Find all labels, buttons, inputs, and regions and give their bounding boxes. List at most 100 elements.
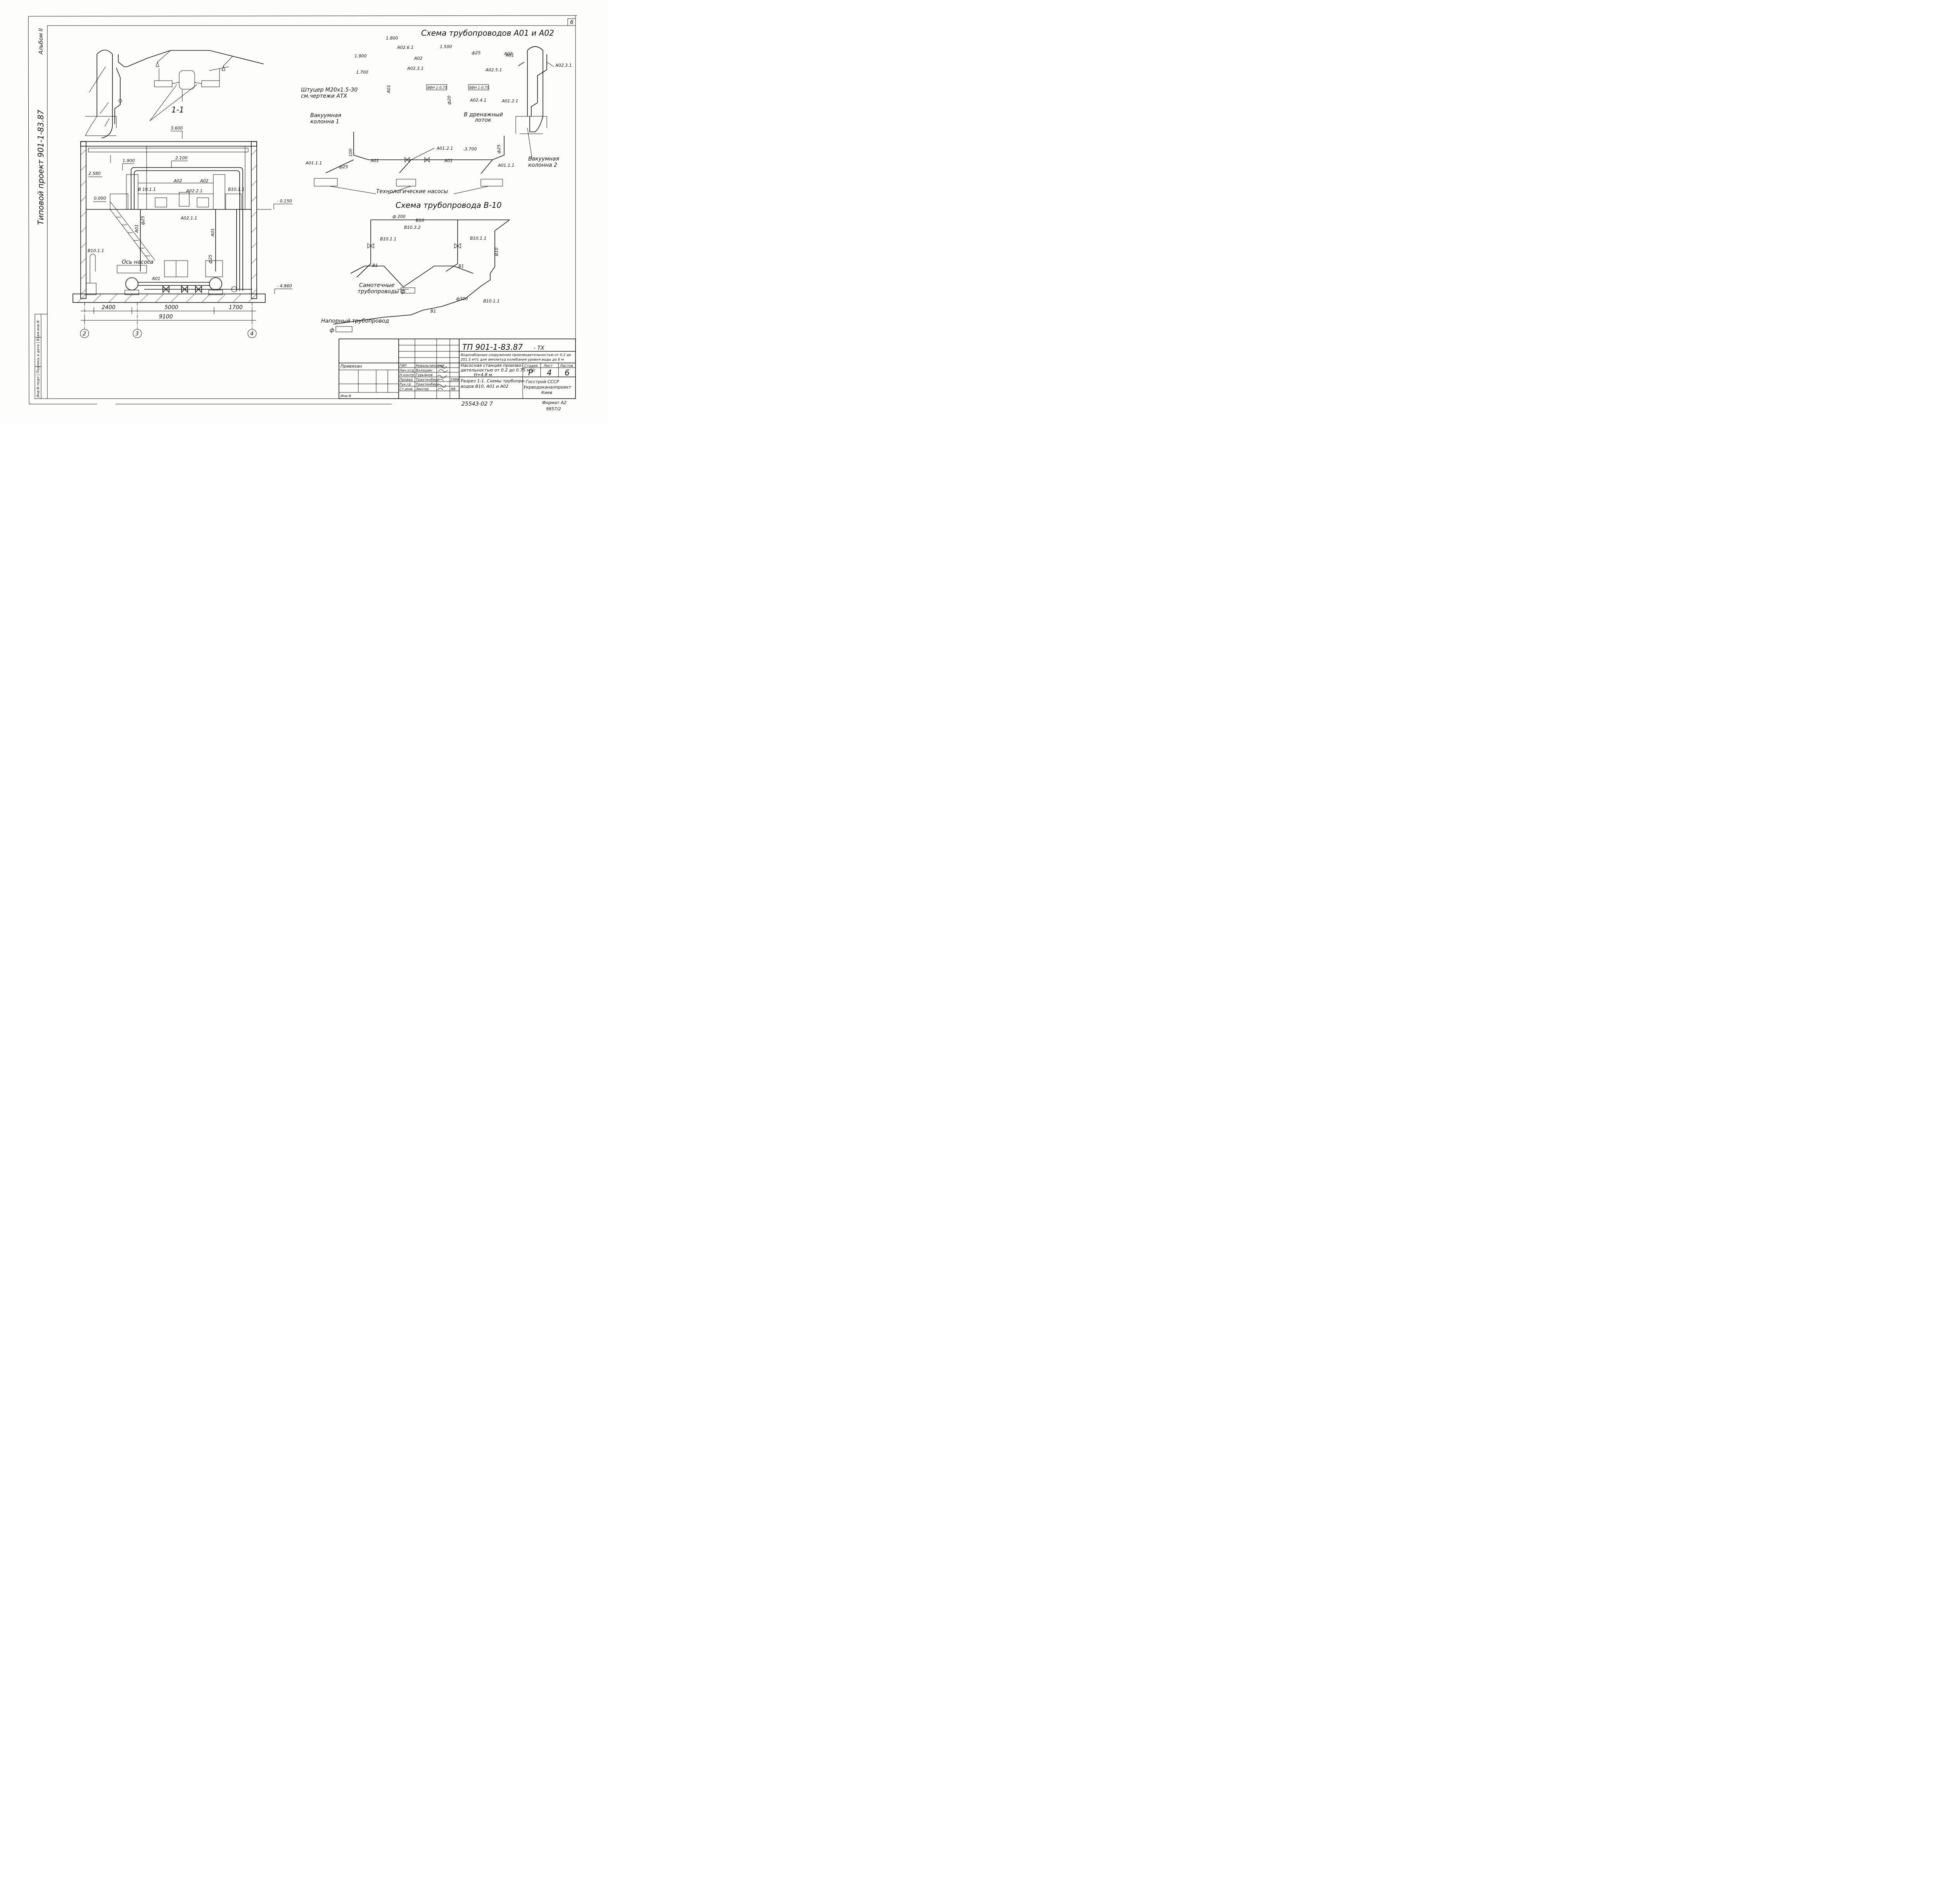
- a-elev-1800: 1.800: [386, 36, 398, 41]
- b-gravity: Самотечные: [359, 282, 394, 289]
- a-label-a01-1: А01: [370, 158, 379, 163]
- a-label-a01-4: А01: [386, 85, 391, 93]
- title-block: ТП 901-1-83.87 - ТХ Водозаборные сооруже…: [339, 339, 576, 411]
- label-a01-low: А01: [152, 276, 161, 281]
- tb-name: Волошин: [416, 369, 432, 373]
- b-label-b1-2: В1: [458, 264, 464, 269]
- a-label-a02-1: А02: [414, 56, 423, 61]
- a-vac1: Вакуумная: [310, 112, 341, 119]
- section-1-1: 1-1 3.600: [73, 105, 292, 338]
- section-title: 1-1: [171, 105, 184, 114]
- b-label-b1-1: В1: [372, 263, 378, 268]
- label-b10-11b: В10.1.1: [228, 187, 245, 192]
- project-label: Типовой проект 901-1-83.87: [36, 110, 45, 225]
- a-phi25-b: ф25: [496, 145, 501, 154]
- pump-box-3: [480, 179, 503, 187]
- scheme-b-title: Схема трубопровода В-10: [396, 200, 501, 210]
- dim-5000: 5000: [164, 304, 178, 311]
- label-a02-21: А02.2.1: [186, 188, 203, 194]
- b-phi300: ф300: [456, 296, 468, 301]
- tb-stage-h: Стадия: [524, 364, 538, 368]
- b-pressure-phi: ф: [330, 327, 334, 333]
- a-elev-1700: 1.700: [356, 70, 368, 75]
- tb-name: Трахтенберг: [416, 378, 439, 382]
- b-label-b10-11: В10.1.1: [380, 237, 397, 242]
- sheet-frame: 6: [28, 15, 577, 404]
- a-phi25-a: ф25: [339, 164, 348, 169]
- label-phi25-1: ф25: [140, 216, 145, 225]
- tb-sheets-h: Листов: [560, 364, 573, 368]
- label-a02-2: А02: [200, 178, 209, 183]
- a-drain: В дренажный: [464, 112, 503, 118]
- a-label-a01-11b: А01.1.1: [498, 163, 515, 168]
- tb-role: ГИП: [399, 364, 407, 368]
- a-label-a02-51: А02.5.1: [485, 67, 502, 73]
- tb-inv: Инв.N: [340, 394, 351, 398]
- b-label-b10-11c: В10.1.1: [483, 299, 500, 304]
- tb-name: Гурьянов: [416, 373, 432, 377]
- pump-box-2: [396, 179, 416, 187]
- b-gravity-2: трубопроводы ф: [358, 289, 405, 295]
- tb-date: 1986: [450, 378, 459, 382]
- b-label-b10: В10: [416, 218, 424, 223]
- pump-box-1: [314, 178, 338, 187]
- engineering-drawing: 6 Альбом II Типовой проект 901-1-83.87 И…: [28, 15, 577, 411]
- b-label-b1-3: В1: [430, 309, 436, 314]
- sheet-number: 6: [570, 19, 574, 26]
- a-vvn-1: ВВН 1-0.75: [427, 86, 447, 90]
- a-label-a02-61: А02.6.1: [397, 45, 414, 50]
- side-stamp-text: Инв.N подл | Подпись и дата | Взам.инв.N: [36, 320, 40, 397]
- tb-name: Новальчинский: [416, 364, 444, 368]
- a-label-a01-11: А01.1.1: [305, 161, 322, 166]
- tb-sheet-title-2: водов В10, А01 и А02: [461, 384, 508, 389]
- tb-station-2: дительностью от 0.2 до 0.75 м³/с: [460, 368, 536, 373]
- dim-2400: 2400: [102, 304, 116, 311]
- b-label-b10-32: В10.3.2: [404, 225, 421, 230]
- tb-role: Нач.отд: [399, 369, 414, 373]
- tb-sheet: 4: [547, 368, 552, 377]
- a-d100: 100: [348, 149, 353, 157]
- label-a01-v1: А01: [134, 224, 139, 233]
- elev-2100: 2.100: [175, 155, 188, 161]
- vvn-box-2: [468, 84, 489, 90]
- a-vac2: Вакуумная: [528, 156, 559, 162]
- tb-role: Провер: [399, 378, 413, 382]
- b-label-b10-v: В10: [494, 247, 499, 256]
- axis-label-4: 4: [250, 331, 254, 337]
- scheme-a-title: Схема трубопроводов А01 и А02: [421, 28, 554, 38]
- label-a02: А02: [173, 178, 182, 183]
- dim-3600: 3.600: [171, 126, 183, 131]
- a-label-a02-31: А02.3.1: [407, 66, 424, 71]
- a-label-a02-41: А02.4.1: [470, 98, 487, 103]
- label-b10-14: В10.1.1: [88, 248, 104, 253]
- axis-label-3: 3: [135, 331, 139, 337]
- tb-org-2: Укрводоканалпроект: [524, 385, 572, 390]
- a-drain-2: лоток: [474, 117, 491, 123]
- tb-desc-2: 201.5 м³/с для амплитуд колебания уровня…: [461, 358, 564, 362]
- a-elev-3700: -3.700: [463, 147, 477, 152]
- a-label-a01-3: А01: [505, 53, 514, 58]
- a-elev-1500: 1.500: [440, 44, 452, 49]
- tb-sheets: 6: [565, 368, 570, 377]
- a-elev-1900: 1.900: [354, 54, 367, 59]
- axis-bubble-2: [80, 329, 89, 338]
- tb-desc-1: Водозаборные сооружения производительнос…: [461, 353, 571, 357]
- tb-role: Ст.инж: [399, 387, 413, 391]
- b-pressure: Напорный трубопровод: [321, 318, 389, 324]
- label-a01-v2: А01: [210, 228, 215, 237]
- a-vvn-2: ВВН 1-0.75: [469, 86, 489, 90]
- tb-format: Формат А2: [542, 400, 567, 405]
- tb-sheet-title-1: Разрез 1-1. Схемы трубопро-: [461, 378, 525, 384]
- scheme-b10: Схема трубопровода В-10 ф 200 В10 В10.3.…: [321, 200, 510, 333]
- label-a02-11: А02.1.1: [180, 216, 197, 221]
- a-label-a01-21b: А01.2.1: [501, 98, 518, 104]
- tb-archive: 9857/2: [546, 406, 561, 411]
- tb-privyazan: Привязан: [340, 364, 362, 369]
- a-label-a02-2: А02: [504, 51, 513, 56]
- elev-0150: - 0.150: [277, 199, 292, 204]
- a-shtutser: Штуцер М20х1.5-30: [301, 87, 358, 93]
- label-phi25-2: ф25: [208, 255, 213, 264]
- a-vac1b: колонна 1: [310, 119, 339, 125]
- a-label-a02-31b: А02.3.1: [555, 63, 572, 68]
- tb-station-1: Насосная станция произво-: [461, 363, 523, 368]
